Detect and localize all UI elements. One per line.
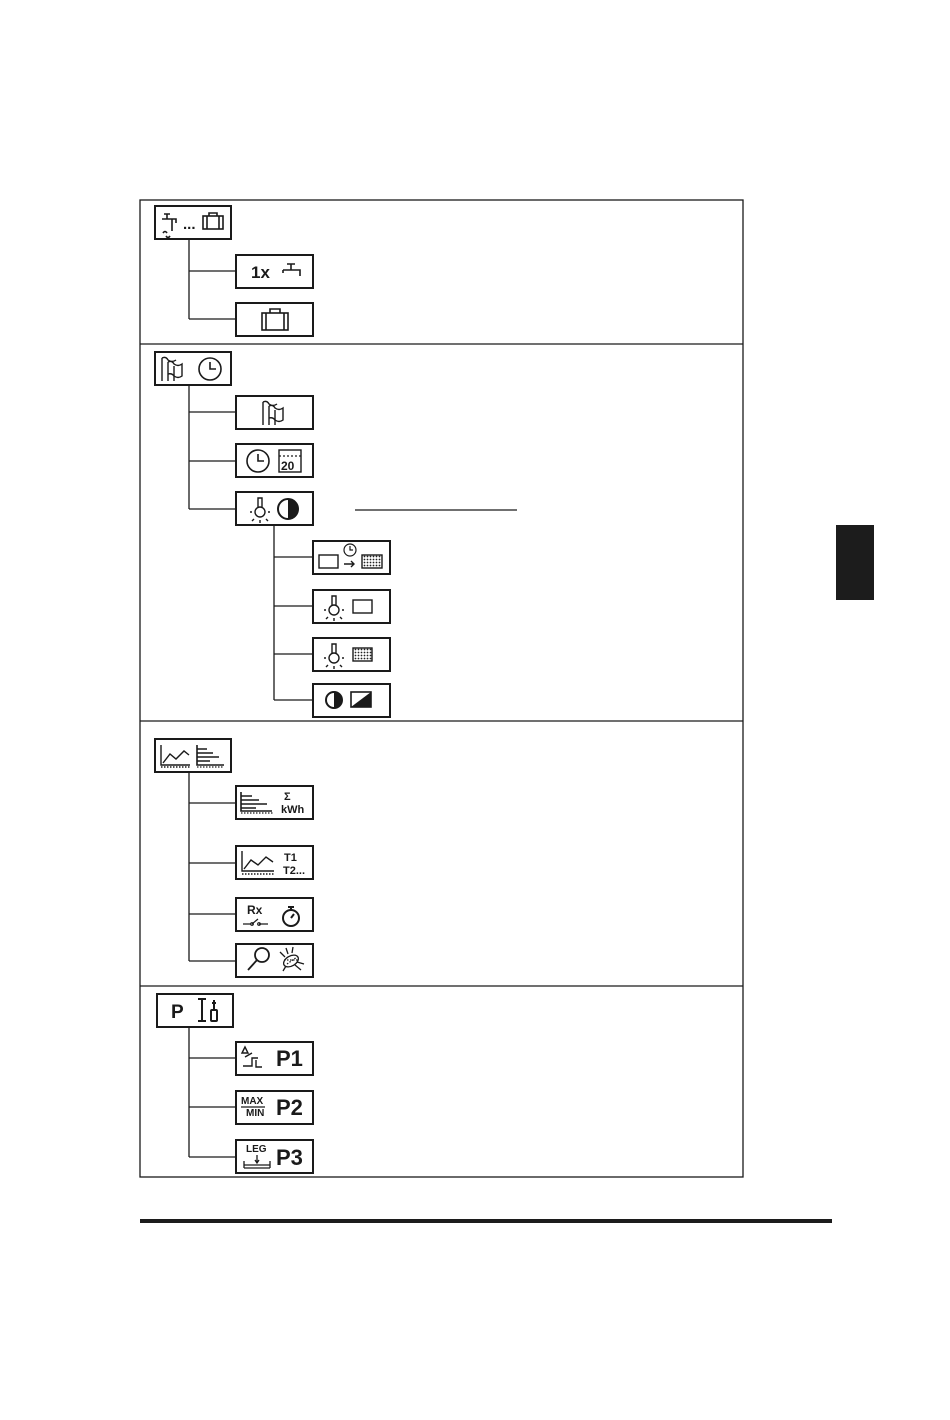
menu-item-energy[interactable]: Σ kWh (236, 786, 313, 819)
p2-label: P2 (276, 1095, 303, 1120)
contrast-icon (326, 692, 342, 708)
menu-item-temperatures[interactable]: T1 T2... (236, 846, 313, 879)
temperature-t1-label: T1 (284, 852, 297, 864)
menu-node-parameters[interactable]: P (157, 994, 233, 1027)
menu-item-p2[interactable]: MAX MIN P2 (236, 1091, 313, 1124)
menu-item-display[interactable] (236, 492, 313, 525)
contrast-square-icon (351, 692, 371, 707)
parameters-label: P (171, 1002, 184, 1023)
menu-item-p1[interactable]: P1 (236, 1042, 313, 1075)
menu-subitem-backlight-dim[interactable] (313, 638, 390, 671)
calendar-day: 20 (281, 459, 295, 473)
energy-sum-label: Σ (284, 791, 291, 803)
calendar-icon: 20 (279, 450, 301, 473)
menu-item-p3[interactable]: LEG P3 (236, 1140, 313, 1173)
screen-dim-icon (362, 555, 382, 568)
p2-max-label: MAX (241, 1096, 264, 1107)
menu-subitem-contrast[interactable] (313, 684, 390, 717)
section-thumb-tab (836, 525, 874, 600)
screen-icon (319, 555, 338, 568)
diagram-frame (140, 200, 743, 1177)
menu-item-clock-date[interactable]: 20 (236, 444, 313, 477)
menu-node-statistics[interactable] (155, 739, 231, 772)
single-draw-label: 1x (251, 263, 270, 282)
menu-item-language[interactable] (236, 396, 313, 429)
menu-node-settings[interactable] (155, 352, 231, 385)
ellipsis-text: ... (183, 216, 196, 233)
p3-leg-label: LEG (246, 1144, 267, 1155)
menu-item-relay-time[interactable]: Rx (236, 898, 313, 931)
footer-rule (140, 1219, 832, 1223)
temperature-t2-label: T2... (283, 865, 305, 877)
menu-item-holiday[interactable] (236, 303, 313, 336)
menu-node-water[interactable]: ... (155, 206, 231, 239)
p2-min-label: MIN (246, 1108, 264, 1119)
contrast-icon (278, 499, 298, 519)
p1-label: P1 (276, 1046, 303, 1071)
menu-item-diagnostics[interactable] (236, 944, 313, 977)
energy-unit-label: kWh (281, 804, 305, 816)
screen-icon (353, 600, 372, 613)
p3-label: P3 (276, 1145, 303, 1170)
menu-subitem-backlight-timeout[interactable] (313, 541, 390, 574)
screen-dim-icon (353, 648, 372, 661)
relay-label: Rx (247, 903, 263, 917)
menu-item-single-draw[interactable]: 1x (236, 255, 313, 288)
menu-subitem-backlight-on[interactable] (313, 590, 390, 623)
